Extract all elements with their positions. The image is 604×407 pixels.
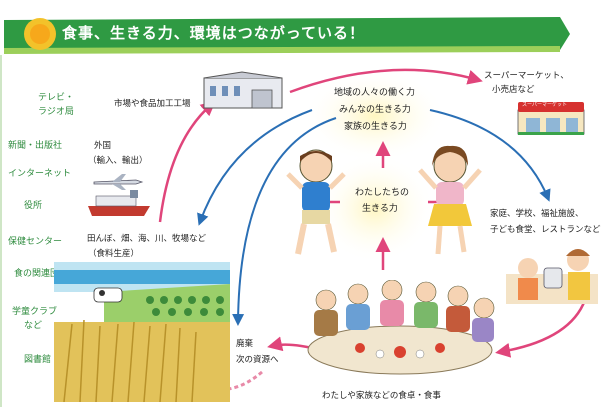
center-top-2: みんなの生きる力	[339, 105, 411, 115]
farm-illustration	[54, 262, 230, 402]
cow-icon	[93, 287, 123, 303]
sidebar-item-newspaper: 新聞・出版社	[8, 141, 63, 151]
center-mid-1: わたしたちの	[355, 188, 410, 198]
sidebar-item-tv: テレビ・	[38, 93, 75, 103]
label-fields-1: 田んぼ、畑、海、川、牧場など	[87, 234, 207, 244]
warehouse-icon	[203, 71, 283, 109]
sidebar-item-etc: など	[24, 321, 43, 331]
family-table-illustration	[307, 280, 495, 375]
sidebar-item-office: 役所	[24, 201, 43, 211]
label-supermarket-1: スーパーマーケット、	[484, 71, 569, 81]
airplane-icon	[93, 174, 144, 190]
label-homes-2: 子ども食堂、レストランなど	[490, 225, 601, 235]
sidebar-item-health: 保健センター	[8, 237, 63, 247]
sidebar-item-library: 図書館	[24, 355, 52, 365]
center-mid-2: 生きる力	[362, 204, 398, 214]
left-edge	[0, 55, 2, 407]
sidebar-item-afterschool: 学童クラブ	[12, 307, 58, 317]
sidebar-item-food-groups: 食の関連団体	[14, 269, 69, 279]
label-homes-1: 家庭、学校、福祉施設、	[490, 209, 584, 219]
title-banner	[4, 17, 570, 54]
label-market: 市場や食品加工工場	[114, 99, 191, 109]
center-top-3: 家族の生きる力	[344, 122, 407, 132]
ship-icon	[88, 190, 150, 216]
supermarket-icon	[517, 102, 585, 135]
label-supermarket-2: 小売店など	[492, 85, 535, 95]
sidebar-item-internet: インターネット	[8, 169, 72, 179]
label-waste-2: 次の資源へ	[236, 355, 279, 365]
rice-cooker-icon	[543, 267, 563, 289]
center-top-1: 地域の人々の働く力	[334, 88, 416, 98]
girl-illustration	[418, 145, 482, 255]
center-glow	[303, 70, 447, 263]
label-fields-2: （食料生産）	[88, 249, 140, 259]
label-table: わたしや家族などの食卓・食事	[322, 391, 441, 401]
sidebar-item-radio: ラジオ局	[38, 107, 74, 117]
label-foreign-2: （輸入、輸出）	[88, 156, 148, 166]
label-waste-1: 廃棄	[236, 339, 254, 349]
kitchen-illustration	[506, 249, 598, 304]
label-foreign-1: 外国	[94, 141, 112, 151]
page-title: 食事、生きる力、環境はつながっている！	[62, 24, 365, 42]
boy-illustration	[286, 149, 346, 255]
store-sign: スーパーマーケット	[522, 102, 567, 108]
